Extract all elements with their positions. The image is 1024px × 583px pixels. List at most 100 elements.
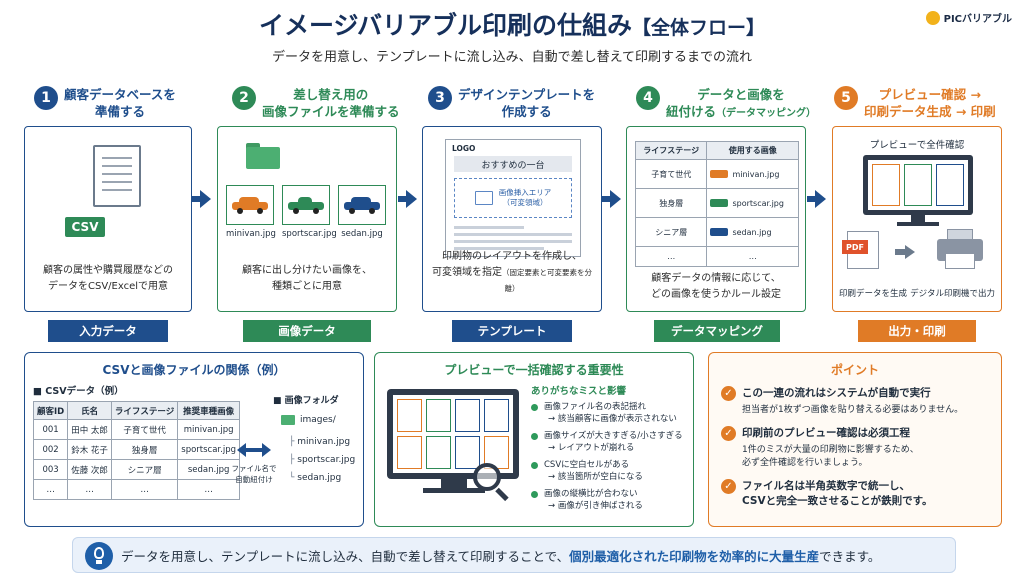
label-output-print: 出力・印刷: [858, 320, 976, 342]
mapping-header: 使用する画像: [706, 141, 799, 160]
auto-link-label: ファイル名で自動紐付け: [231, 464, 277, 484]
step-number: 2: [232, 86, 256, 110]
image-file: sportscar.jpg: [282, 185, 337, 239]
template-heading: おすすめの一台: [454, 156, 572, 172]
car-icon: [232, 197, 268, 214]
folder-file-list: ├ minivan.jpg ├ sportscar.jpg └ sedan.jp…: [289, 437, 356, 483]
list-item: CSVに空白セルがある→ 該当箇所が空白になる: [531, 459, 691, 483]
list-item: 画像ファイル名の表記揺れ→ 該当顧客に画像が表示されない: [531, 401, 691, 425]
step-5-header: 5 プレビュー確認 →印刷データ生成 → 印刷: [834, 86, 996, 120]
table-row: …………: [32, 479, 240, 500]
points-list: ✓ この一連の流れはシステムが自動で実行担当者が1枚ずつ画像を貼り替える必要はあ…: [721, 385, 997, 518]
label-template: テンプレート: [452, 320, 572, 342]
image-file: minivan.jpg: [226, 185, 276, 239]
step-1-card: CSV 顧客の属性や購買履歴などのデータをCSV/Excelで用意: [24, 126, 192, 312]
list-item: ✓ ファイル名は半角英数字で統一し、CSVと完全一致させることが鉄則です。: [721, 478, 997, 508]
folder-icon: [281, 415, 295, 425]
flow-arrow-icon: [602, 190, 621, 208]
check-icon: ✓: [721, 386, 736, 401]
panel-title: CSVと画像ファイルの関係（例）: [102, 363, 286, 377]
table-row: ……: [634, 246, 799, 267]
step-number: 5: [834, 86, 858, 110]
arrow-right-icon: [905, 245, 915, 259]
step-number: 1: [34, 86, 58, 110]
title-bracket: 【全体フロー】: [632, 17, 766, 39]
step-title: データと画像を紐付ける（データマッピング）: [666, 87, 817, 119]
image-placeholder-icon: [474, 191, 493, 205]
folder-item: images/: [281, 415, 336, 425]
step-desc: 顧客に出し分けたい画像を、種類ごとに用意: [242, 265, 372, 292]
preview-importance-panel: プレビューで一括確認する重要性 ありがちなミスと影響 画像ファイル名の表記揺れ→…: [374, 352, 694, 527]
step-4-header: 4 データと画像を紐付ける（データマッピング）: [636, 86, 816, 122]
monitor-icon: [387, 389, 519, 479]
sun-logo-icon: [925, 10, 940, 25]
step-number: 3: [428, 86, 452, 110]
page-title: イメージバリアブル印刷の仕組み【全体フロー】: [258, 11, 766, 40]
csv-badge: CSV: [65, 217, 105, 237]
image-file-list: minivan.jpg sportscar.jpg sedan.jpg: [226, 185, 386, 239]
step-1-header: 1 顧客データベースを準備する: [34, 86, 176, 120]
car-icon: [288, 197, 324, 214]
flow-arrow-icon: [398, 190, 417, 208]
output-labels: 印刷データを生成デジタル印刷機で出力: [839, 289, 995, 299]
folder-icon: [246, 143, 280, 169]
list-item: ✓ この一連の流れはシステムが自動で実行担当者が1枚ずつ画像を貼り替える必要はあ…: [721, 385, 997, 415]
step-3-card: LOGO おすすめの一台 画像挿入エリア（可変領域） 印刷物のレイアウトを作成し…: [422, 126, 602, 312]
double-arrow-icon: [237, 443, 271, 457]
step-2-card: minivan.jpg sportscar.jpg sedan.jpg 顧客に出…: [217, 126, 397, 312]
variable-area: 画像挿入エリア（可変領域）: [454, 178, 572, 218]
preview-label: プレビューで全件確認: [869, 140, 965, 151]
panel-title: ポイント: [830, 363, 879, 377]
check-icon: ✓: [721, 479, 736, 494]
monitor-icon: [863, 155, 973, 215]
points-panel: ポイント ✓ この一連の流れはシステムが自動で実行担当者が1枚ずつ画像を貼り替え…: [708, 352, 1002, 527]
image-file: sedan.jpg: [338, 185, 386, 239]
brand-logo: PICバリアブル: [925, 10, 1012, 25]
step-title: 差し替え用の画像ファイルを準備する: [262, 87, 400, 119]
document-icon: [93, 145, 141, 207]
step-2-header: 2 差し替え用の画像ファイルを準備する: [232, 86, 400, 120]
template-logo: LOGO: [452, 144, 476, 153]
label-input-data: 入力データ: [48, 320, 168, 342]
step-number: 4: [636, 86, 660, 110]
car-icon: [710, 199, 729, 207]
step-5-card: プレビューで全件確認 PDF 印刷データを生成デジタル印刷機で出力: [832, 126, 1002, 312]
summary-bar: データを用意し、テンプレートに流し込み、自動で差し替えて印刷することで、個別最適…: [72, 537, 956, 573]
check-icon: ✓: [721, 426, 736, 441]
step-desc: 印刷物のレイアウトを作成し、可変領域を指定（固定要素と可変要素を分離）: [432, 251, 592, 293]
pdf-file-icon: PDF: [842, 231, 879, 269]
flow-arrow-icon: [192, 190, 211, 208]
magnifier-icon: [473, 463, 501, 491]
label-data-mapping: データマッピング: [654, 320, 780, 342]
mistakes-subtitle: ありがちなミスと影響: [531, 386, 627, 397]
step-title: デザインテンプレートを作成する: [458, 87, 596, 119]
list-item: 画像サイズが大きすぎる/小さすぎる→ レイアウトが崩れる: [531, 430, 691, 454]
mapping-header: ライフステージ: [634, 141, 708, 160]
mistake-list: 画像ファイル名の表記揺れ→ 該当顧客に画像が表示されない 画像サイズが大きすぎる…: [531, 401, 691, 512]
flow-arrow-icon: [807, 190, 826, 208]
step-desc: 顧客の属性や購買履歴などのデータをCSV/Excelで用意: [43, 265, 173, 292]
csv-table-title: ■ CSVデータ（例）: [33, 386, 124, 397]
list-item: 画像の縦横比が合わない→ 画像が引き伸ばされる: [531, 488, 691, 512]
panel-title: プレビューで一括確認する重要性: [444, 363, 624, 377]
step-desc: 顧客データの情報に応じて、どの画像を使うかルール設定: [651, 273, 781, 300]
summary-highlight: 個別最適化された印刷物を効率的に大量生産: [569, 548, 820, 564]
pdf-badge: PDF: [842, 240, 868, 254]
car-icon: [344, 197, 380, 214]
label-image-data: 画像データ: [243, 320, 371, 342]
folder-title: ■ 画像フォルダ: [273, 396, 339, 406]
step-title: プレビュー確認 →印刷データ生成 → 印刷: [864, 87, 996, 119]
lightbulb-icon: [85, 542, 113, 570]
car-icon: [710, 228, 729, 236]
